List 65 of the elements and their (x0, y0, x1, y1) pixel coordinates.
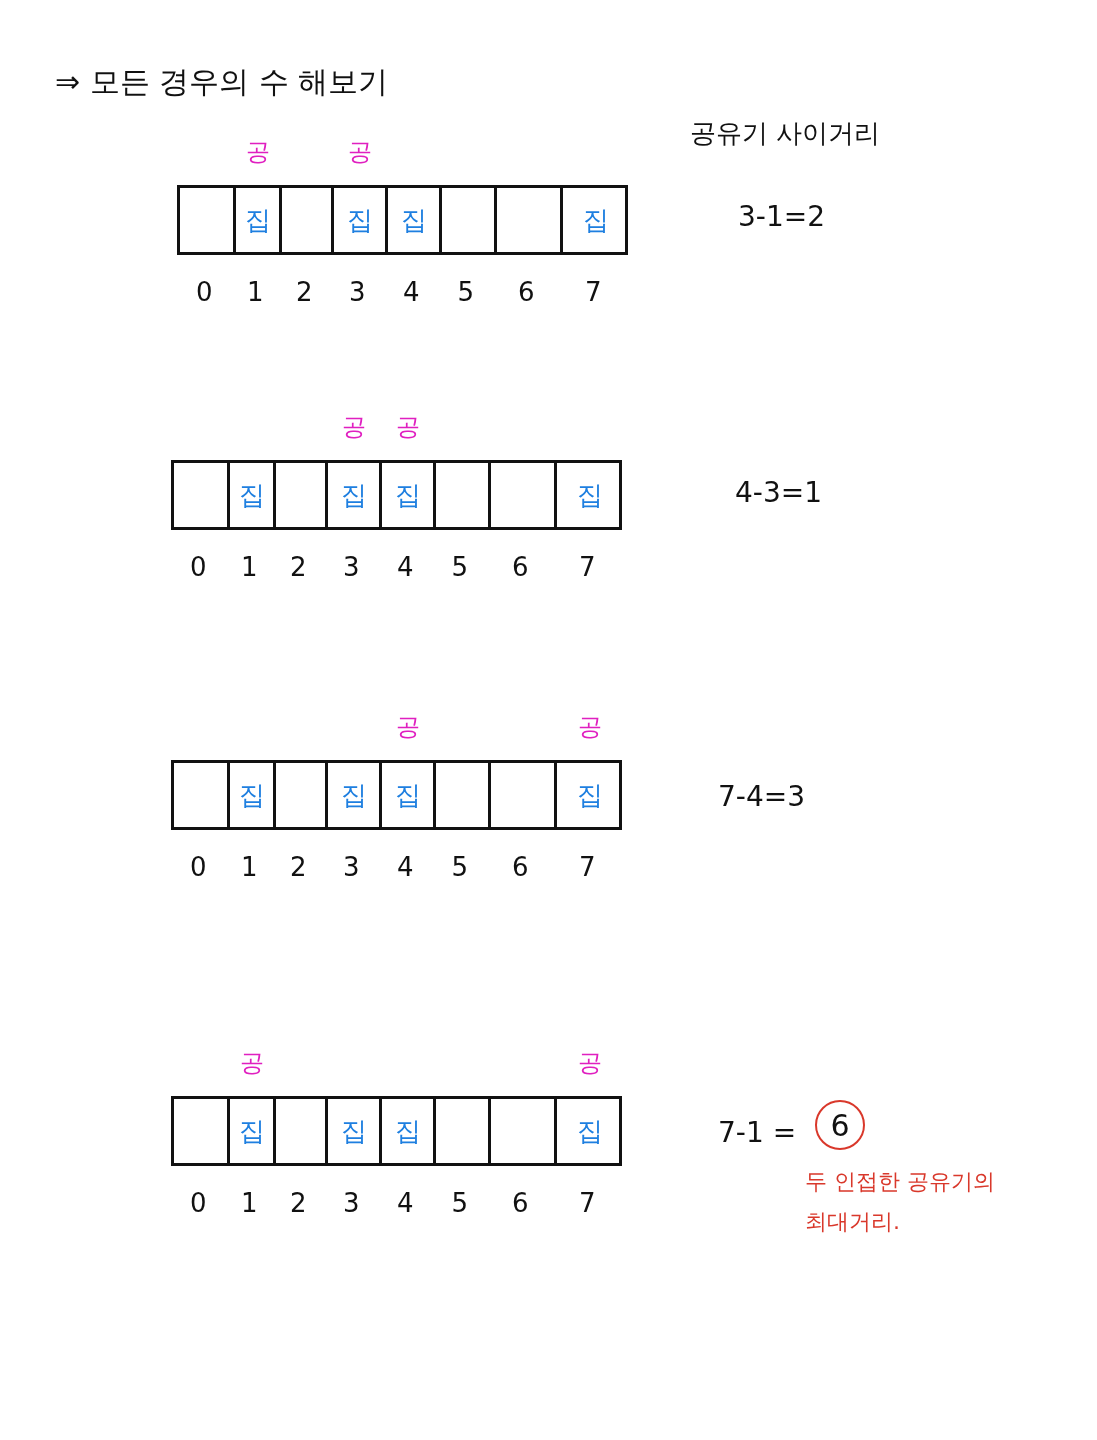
index-number: 2 (290, 851, 307, 884)
router-mark: 공 (341, 412, 366, 443)
index-number: 5 (451, 851, 469, 884)
cell-text: 집 (340, 1114, 367, 1148)
index-number: 2 (290, 1187, 307, 1220)
index-number: 6 (512, 551, 529, 584)
index-number: 1 (241, 851, 258, 884)
index-number: 7 (585, 276, 602, 309)
cell-text: 집 (394, 478, 421, 512)
note: 두 인접한 공유기의 최대거리. (805, 1168, 996, 1236)
index-number: 0 (190, 851, 207, 884)
index-number: 6 (512, 1187, 529, 1220)
equation: 4-3=1 (735, 475, 822, 511)
index-number: 5 (457, 276, 475, 309)
router-mark: 공 (577, 712, 602, 743)
cell-text: 집 (340, 778, 367, 812)
answer-text: 6 (830, 1107, 850, 1143)
router-mark: 공 (577, 1048, 602, 1079)
cell-text: 집 (394, 778, 421, 812)
cell-text: 집 (244, 203, 271, 237)
index-number: 7 (579, 1187, 596, 1220)
index-number: 2 (296, 276, 313, 309)
index-number: 3 (349, 276, 366, 309)
cell-text: 집 (340, 478, 367, 512)
index-number: 4 (397, 551, 414, 584)
index-number: 1 (241, 551, 258, 584)
index-number: 3 (343, 851, 360, 884)
index-number: 7 (579, 551, 596, 584)
index-number: 3 (343, 1187, 360, 1220)
cell-text: 집 (346, 203, 373, 237)
index-number: 4 (403, 276, 420, 309)
index-number: 0 (190, 1187, 207, 1220)
index-number: 1 (241, 1187, 258, 1220)
cell-text: 집 (238, 1114, 265, 1148)
cell-text: 집 (576, 778, 603, 812)
index-number: 4 (397, 851, 414, 884)
circled-answer (815, 1100, 865, 1150)
equation: 7-1 = (718, 1115, 797, 1151)
index-number: 7 (579, 851, 596, 884)
router-mark: 공 (245, 137, 270, 168)
index-number: 5 (451, 551, 469, 584)
router-mark: 공 (347, 137, 372, 168)
cell-text: 집 (400, 203, 427, 237)
cell-text: 집 (394, 1114, 421, 1148)
index-number: 0 (190, 551, 207, 584)
router-mark: 공 (395, 412, 420, 443)
equation: 3-1=2 (738, 199, 825, 235)
cell-text: 집 (238, 478, 265, 512)
index-number: 0 (196, 276, 213, 309)
cell-text: 집 (582, 203, 609, 237)
index-number: 3 (343, 551, 360, 584)
index-number: 5 (451, 1187, 469, 1220)
equation: 공유기 사이거리 (690, 117, 881, 150)
heading: ⇒ 모든 경우의 수 해보기 (55, 63, 389, 101)
cell-text: 집 (576, 478, 603, 512)
router-mark: 공 (239, 1048, 264, 1079)
equation: 7-4=3 (718, 779, 805, 815)
index-number: 6 (512, 851, 529, 884)
index-number: 4 (397, 1187, 414, 1220)
index-number: 1 (247, 276, 264, 309)
index-number: 6 (518, 276, 535, 309)
cell-text: 집 (238, 778, 265, 812)
cell-text: 집 (576, 1114, 603, 1148)
router-mark: 공 (395, 712, 420, 743)
index-number: 2 (290, 551, 307, 584)
